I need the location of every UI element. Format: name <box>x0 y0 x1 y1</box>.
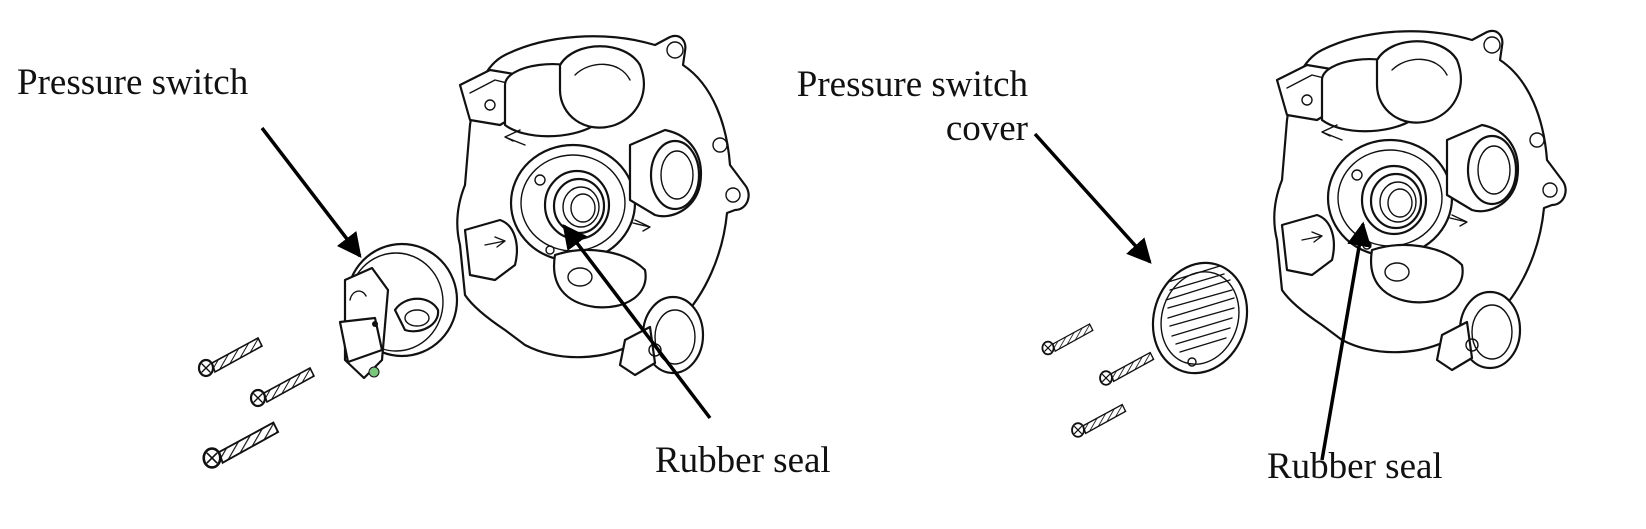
left-pump-housing <box>456 34 750 377</box>
label-pressure-switch-cover-line2: cover <box>945 108 1028 149</box>
pressure-switch-part <box>338 242 459 380</box>
left-rubber-seal-arrow <box>562 224 712 420</box>
pressure-switch-cover-part <box>1151 261 1249 375</box>
label-rubber-seal-left: Rubber seal <box>655 440 831 481</box>
left-screws <box>197 336 316 469</box>
right-rubber-seal-arrow <box>1320 221 1372 461</box>
label-pressure-switch: Pressure switch <box>17 62 249 103</box>
pressure-switch-arrow <box>260 126 362 258</box>
label-pressure-switch-cover-line1: Pressure switch <box>796 64 1028 105</box>
right-screws <box>1041 323 1155 438</box>
right-pump-housing <box>1273 29 1567 372</box>
cover-arrow <box>1033 132 1152 264</box>
label-rubber-seal-right: Rubber seal <box>1267 446 1443 487</box>
